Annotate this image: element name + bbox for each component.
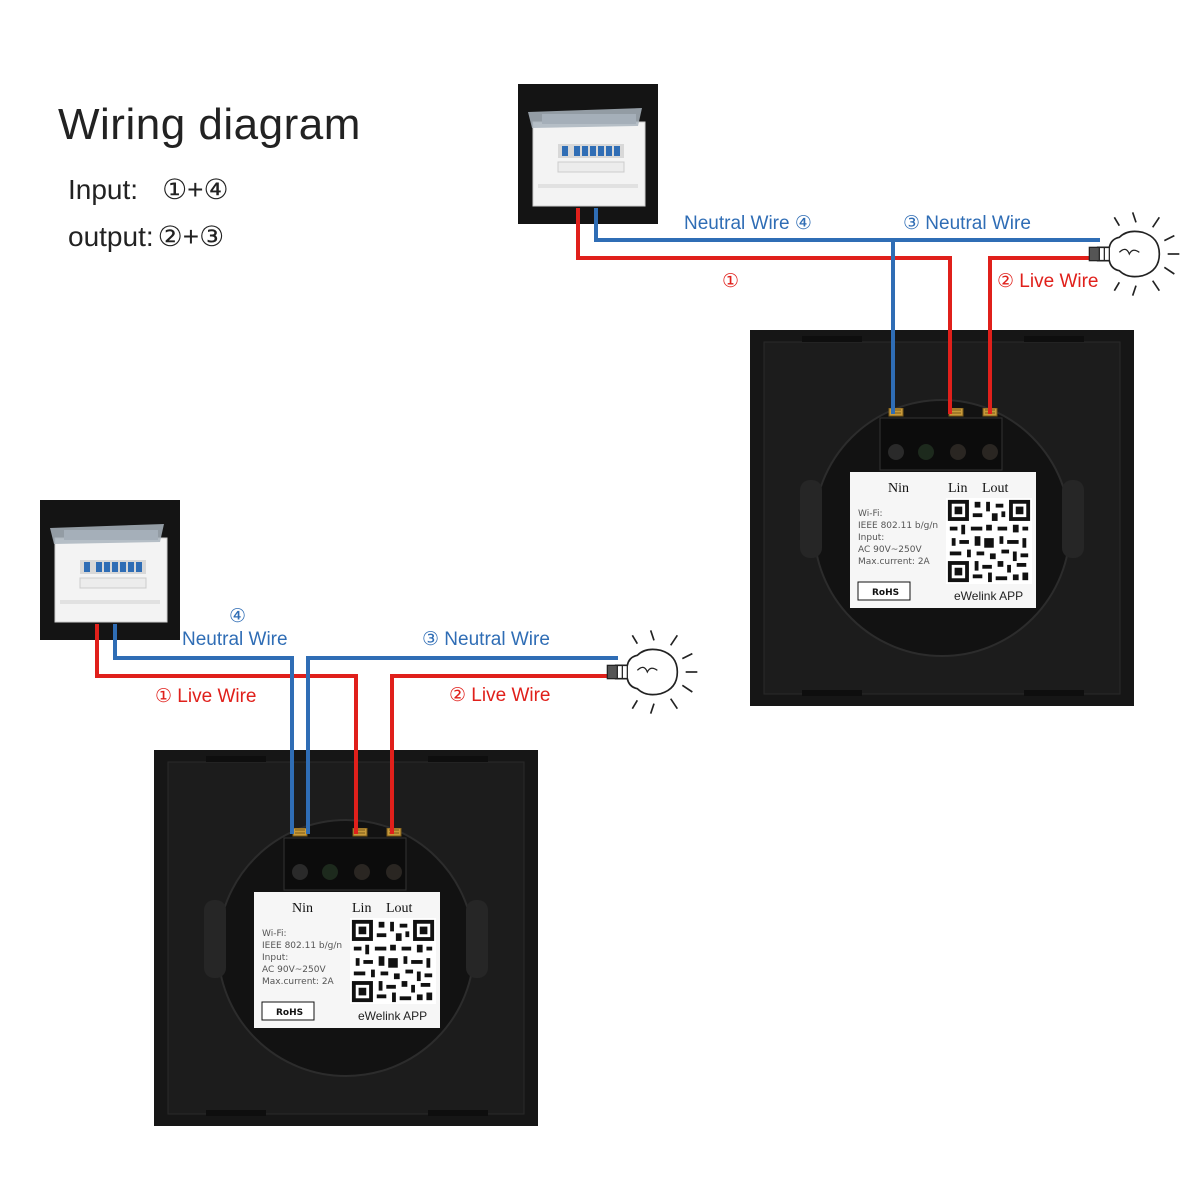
diagram-title: Wiring diagram [58, 100, 361, 149]
app-name: eWelink APP [954, 589, 1023, 603]
input-legend: Input: ①+④ [68, 173, 229, 206]
rohs-text: RoHS [276, 1008, 303, 1018]
input-label: Input: [68, 174, 139, 205]
terminal-lin-label: Lin [948, 481, 967, 496]
spec-line: IEEE 802.11 b/g/n [858, 521, 938, 531]
output-legend: output:②+③ [68, 220, 224, 253]
terminal-n-label: Nin [292, 901, 313, 916]
neutral-wire-3 [306, 656, 618, 834]
label-neutral-wire-4: Neutral Wire [182, 629, 288, 650]
input-value: ①+④ [162, 174, 229, 205]
output-value: ②+③ [157, 221, 225, 252]
spec-line: Wi-Fi: [858, 509, 883, 519]
breaker-box-icon [40, 500, 180, 640]
output-label: output: [68, 221, 154, 252]
light-bulb-icon [606, 629, 699, 715]
spec-line: AC 90V~250V [262, 965, 326, 975]
app-name: eWelink APP [358, 1009, 427, 1023]
live-wire-2 [390, 674, 618, 834]
live-wire-2 [988, 256, 1100, 414]
terminal-lin-label: Lin [352, 901, 371, 916]
wires-b [95, 624, 618, 834]
spec-line: Max.current: 2A [262, 977, 335, 987]
qr-code-icon [350, 918, 436, 1004]
rohs-mark-icon [261, 1001, 315, 1021]
spec-line: AC 90V~250V [858, 545, 922, 555]
qr-code-icon [946, 498, 1032, 584]
light-bulb-icon [1088, 211, 1181, 297]
spec-line: Input: [858, 533, 884, 543]
label-neutral-wire-4: Neutral Wire ④ [684, 213, 812, 234]
terminal-n-label: Nin [888, 481, 909, 496]
label-num-4: ④ [229, 606, 246, 627]
label-neutral-wire-3: ③ Neutral Wire [903, 213, 1031, 234]
wires-a [576, 208, 1100, 414]
spec-line: Max.current: 2A [858, 557, 931, 567]
neutral-wire-4 [113, 624, 294, 834]
live-wire-1 [95, 624, 358, 834]
label-live-wire-2: ② Live Wire [997, 271, 1099, 292]
live-wire-1 [576, 208, 952, 414]
terminal-lout-label: Lout [386, 901, 413, 916]
terminal-screw-icon [292, 828, 308, 837]
label-live-wire-1: ① Live Wire [155, 686, 257, 707]
spec-line: Wi-Fi: [262, 929, 287, 939]
switch-panel-b: Nin Lin Lout Wi-Fi: IEEE 802.11 b/g/n In… [154, 750, 538, 1126]
label-live-wire-2: ② Live Wire [449, 685, 551, 706]
terminal-lout-label: Lout [982, 481, 1009, 496]
spec-line: IEEE 802.11 b/g/n [262, 941, 342, 951]
breaker-box-icon [518, 84, 658, 224]
label-live-1: ① [722, 271, 739, 292]
rohs-mark-icon [857, 581, 911, 601]
rohs-text: RoHS [872, 588, 899, 598]
neutral-wire-4 [594, 208, 1100, 242]
switch-panel-a: Nin Lin Lout Wi-Fi: IEEE 802.11 b/g/n In… [750, 330, 1134, 706]
label-neutral-wire-3: ③ Neutral Wire [422, 629, 550, 650]
spec-line: Input: [262, 953, 288, 963]
